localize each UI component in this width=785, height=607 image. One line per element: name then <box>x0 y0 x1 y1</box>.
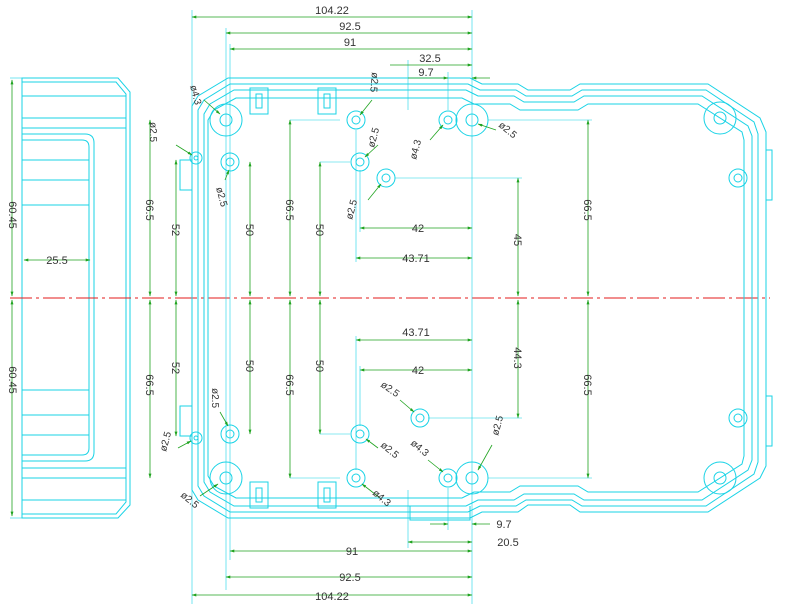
hole-label-9: ø2.5 <box>209 388 220 408</box>
hole-label-8: ø2.5 <box>496 120 519 142</box>
dim-l-52-bot: 52 <box>169 362 181 374</box>
dim-l-50-top: 50 <box>243 224 255 236</box>
hole-label-13: ø2.5 <box>378 440 401 462</box>
dim-top-104: 104.22 <box>315 5 349 17</box>
dim-side-6045-bot: 60.45 <box>6 366 18 394</box>
hole-leaders <box>175 99 497 499</box>
hole-label-5: ø2.5 <box>366 126 382 149</box>
dimension-lines <box>10 15 592 597</box>
hole-small-1 <box>189 151 203 165</box>
dim-m-50-bot: 50 <box>313 360 325 372</box>
dim-c-4371-bot: 43.71 <box>402 327 430 339</box>
hole-small-5 <box>376 168 396 188</box>
hole-small-13 <box>728 168 748 188</box>
hole-label-12: ø2.5 <box>378 379 401 400</box>
enclosure-outline <box>179 77 773 521</box>
dim-r-665-top: 66.5 <box>581 199 593 220</box>
dim-m-665-bot: 66.5 <box>283 374 295 395</box>
dim-bot-97: 9.7 <box>496 519 511 531</box>
hole-small-14 <box>728 408 748 428</box>
dim-side-6045-top: 60.45 <box>6 201 18 229</box>
dim-c-42-bot: 42 <box>412 365 424 377</box>
dim-c-443: 44.3 <box>511 347 523 368</box>
dim-top-92: 92.5 <box>339 21 360 33</box>
hole-label-16: ø2.5 <box>490 414 506 437</box>
dim-top-97: 9.7 <box>418 67 433 79</box>
dim-l-665-top: 66.5 <box>143 199 155 220</box>
hole-label-11: ø2.5 <box>178 490 201 512</box>
hole-small-9 <box>350 424 370 444</box>
dim-l-50-bot: 50 <box>243 360 255 372</box>
dim-m-665-top: 66.5 <box>283 199 295 220</box>
dim-l-665-bot: 66.5 <box>143 374 155 395</box>
hole-label-1: ø4.3 <box>187 84 203 107</box>
dimension-labels: 104.22 92.5 91 32.5 9.7 9.7 20.5 91 92.5… <box>6 5 593 603</box>
dim-l-52-top: 52 <box>169 224 181 236</box>
dim-bot-92: 92.5 <box>339 572 360 584</box>
hole-small-7 <box>189 431 203 445</box>
dim-m-50-top: 50 <box>313 224 325 236</box>
extension-lines <box>10 10 473 604</box>
dim-c-42-top: 42 <box>412 223 424 235</box>
hole-label-4: ø2.5 <box>367 72 380 93</box>
dim-top-91: 91 <box>344 37 356 49</box>
dim-c-45: 45 <box>511 234 523 246</box>
hole-label-15: ø4.3 <box>408 438 431 460</box>
hole-labels: ø4.3 ø2.5 ø2.5 ø2.5 ø2.5 ø2.5 ø4.3 ø2.5 … <box>147 72 519 512</box>
hole-small-3 <box>346 110 366 130</box>
hole-small-6 <box>438 110 458 130</box>
hole-label-2: ø2.5 <box>147 122 158 142</box>
dim-bot-205: 20.5 <box>497 537 518 549</box>
hole-top-right-large <box>703 101 737 135</box>
dim-top-32: 32.5 <box>419 53 440 65</box>
hole-label-7: ø4.3 <box>408 138 424 161</box>
dim-bot-104: 104.22 <box>315 591 349 603</box>
hole-label-10: ø2.5 <box>158 430 174 453</box>
dim-side-255: 25.5 <box>46 255 67 267</box>
dim-r-665-bot: 66.5 <box>581 374 593 395</box>
hole-bottom-right-large <box>703 461 737 495</box>
dim-c-4371-top: 43.71 <box>402 253 430 265</box>
side-view <box>21 77 131 519</box>
hole-small-12 <box>438 468 458 488</box>
hole-label-3: ø2.5 <box>213 186 229 209</box>
dim-bot-91: 91 <box>346 546 358 558</box>
hole-label-6: ø2.5 <box>344 198 360 221</box>
